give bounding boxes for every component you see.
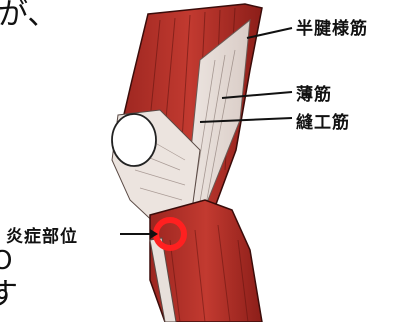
label-semitendinosus: 半腱様筋 bbox=[296, 14, 368, 39]
label-sartorius: 縫工筋 bbox=[296, 108, 350, 133]
label-inflammation-site: 炎症部位 bbox=[6, 222, 78, 247]
kneecap bbox=[112, 114, 156, 166]
label-gracilis: 薄筋 bbox=[296, 80, 332, 105]
